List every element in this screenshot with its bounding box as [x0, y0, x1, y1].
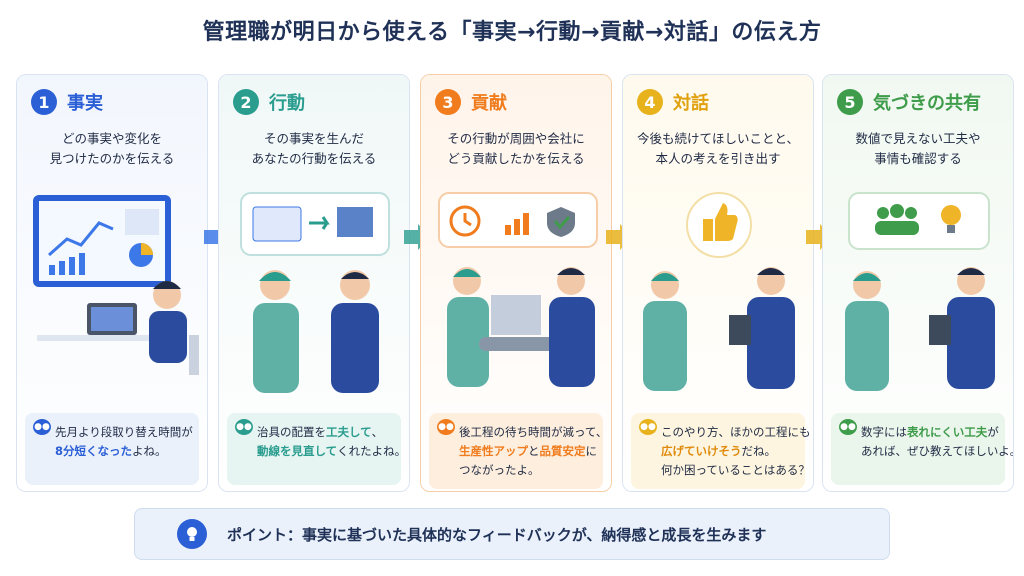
- step-number: 5: [837, 89, 863, 115]
- step-description: 数値で見えない工夫や事情も確認する: [855, 131, 981, 166]
- lightbulb-icon: [177, 519, 207, 549]
- step-label: 事実: [67, 93, 103, 114]
- step-description: その行動が周囲や会社にどう貢献したかを伝える: [447, 131, 585, 166]
- step-number: 2: [233, 89, 259, 115]
- step-label: 貢献: [471, 93, 507, 114]
- dialog-bubble: ●● 治具の配置を工夫して、 動線を見直してくれたよね。: [227, 413, 406, 485]
- chat-icon: ●●: [839, 419, 857, 435]
- step-number: 4: [637, 89, 663, 115]
- step-number: 1: [31, 89, 57, 115]
- chat-icon: ●●: [235, 419, 253, 435]
- step-card-fact: 1 事実 どの事実や変化を見つけたのかを伝える ●● 先月より段取り替え時間が …: [16, 74, 208, 492]
- production-line-illustration: [438, 192, 598, 387]
- dialog-bubble: ●● 先月より段取り替え時間が 8分短くなったよね。: [25, 413, 199, 485]
- step-description: どの事実や変化を見つけたのかを伝える: [49, 131, 175, 166]
- dialog-bubble: ●● このやり方、ほかの工程にも 広げていけそうだね。 何か困っていることはある…: [631, 413, 811, 489]
- thumbs-up-dialogue-illustration: [643, 192, 795, 391]
- workers-discussion-illustration: [240, 192, 390, 393]
- step-card-dialogue: 4 対話 今後も続けてほしいことと、本人の考えを引き出す ●● このやり方、ほか…: [622, 74, 814, 492]
- step-card-contribution: 3 貢献 その行動が周囲や会社にどう貢献したかを伝える ●● 後工程の待ち時間が…: [420, 74, 612, 492]
- chat-icon: ●●: [639, 419, 657, 435]
- step-card-action: 2 行動 その事実を生んだあなたの行動を伝える ●● 治具の配置を工夫して、 動…: [218, 74, 410, 492]
- step-card-insight-sharing: 5 気づきの共有 数値で見えない工夫や事情も確認する ●● 数字には表れにくい工…: [822, 74, 1014, 492]
- dialog-bubble: ●● 数字には表れにくい工夫が あれば、ぜひ教えてほしいよ。: [831, 413, 1013, 485]
- step-label: 行動: [269, 93, 305, 114]
- step-number: 3: [435, 89, 461, 115]
- page-title: 管理職が明日から使える「事実→行動→貢献→対話」の伝え方: [202, 20, 822, 45]
- step-description: 今後も続けてほしいことと、本人の考えを引き出す: [636, 131, 799, 166]
- team-idea-illustration: [845, 192, 995, 391]
- step-label: 気づきの共有: [873, 93, 981, 114]
- key-point-text: ポイント：事実に基づいた具体的なフィードバックが、納得感と成長を生みます: [227, 525, 767, 544]
- chat-icon: ●●: [33, 419, 51, 435]
- dialog-bubble: ●● 後工程の待ち時間が減って、 生産性アップと品質安定に つながったよ。: [429, 413, 607, 489]
- chat-icon: ●●: [437, 419, 455, 435]
- monitor-analyst-illustration: [33, 195, 199, 375]
- step-description: その事実を生んだあなたの行動を伝える: [251, 131, 377, 166]
- step-label: 対話: [673, 93, 709, 114]
- key-point-banner: ポイント：事実に基づいた具体的なフィードバックが、納得感と成長を生みます: [134, 508, 890, 560]
